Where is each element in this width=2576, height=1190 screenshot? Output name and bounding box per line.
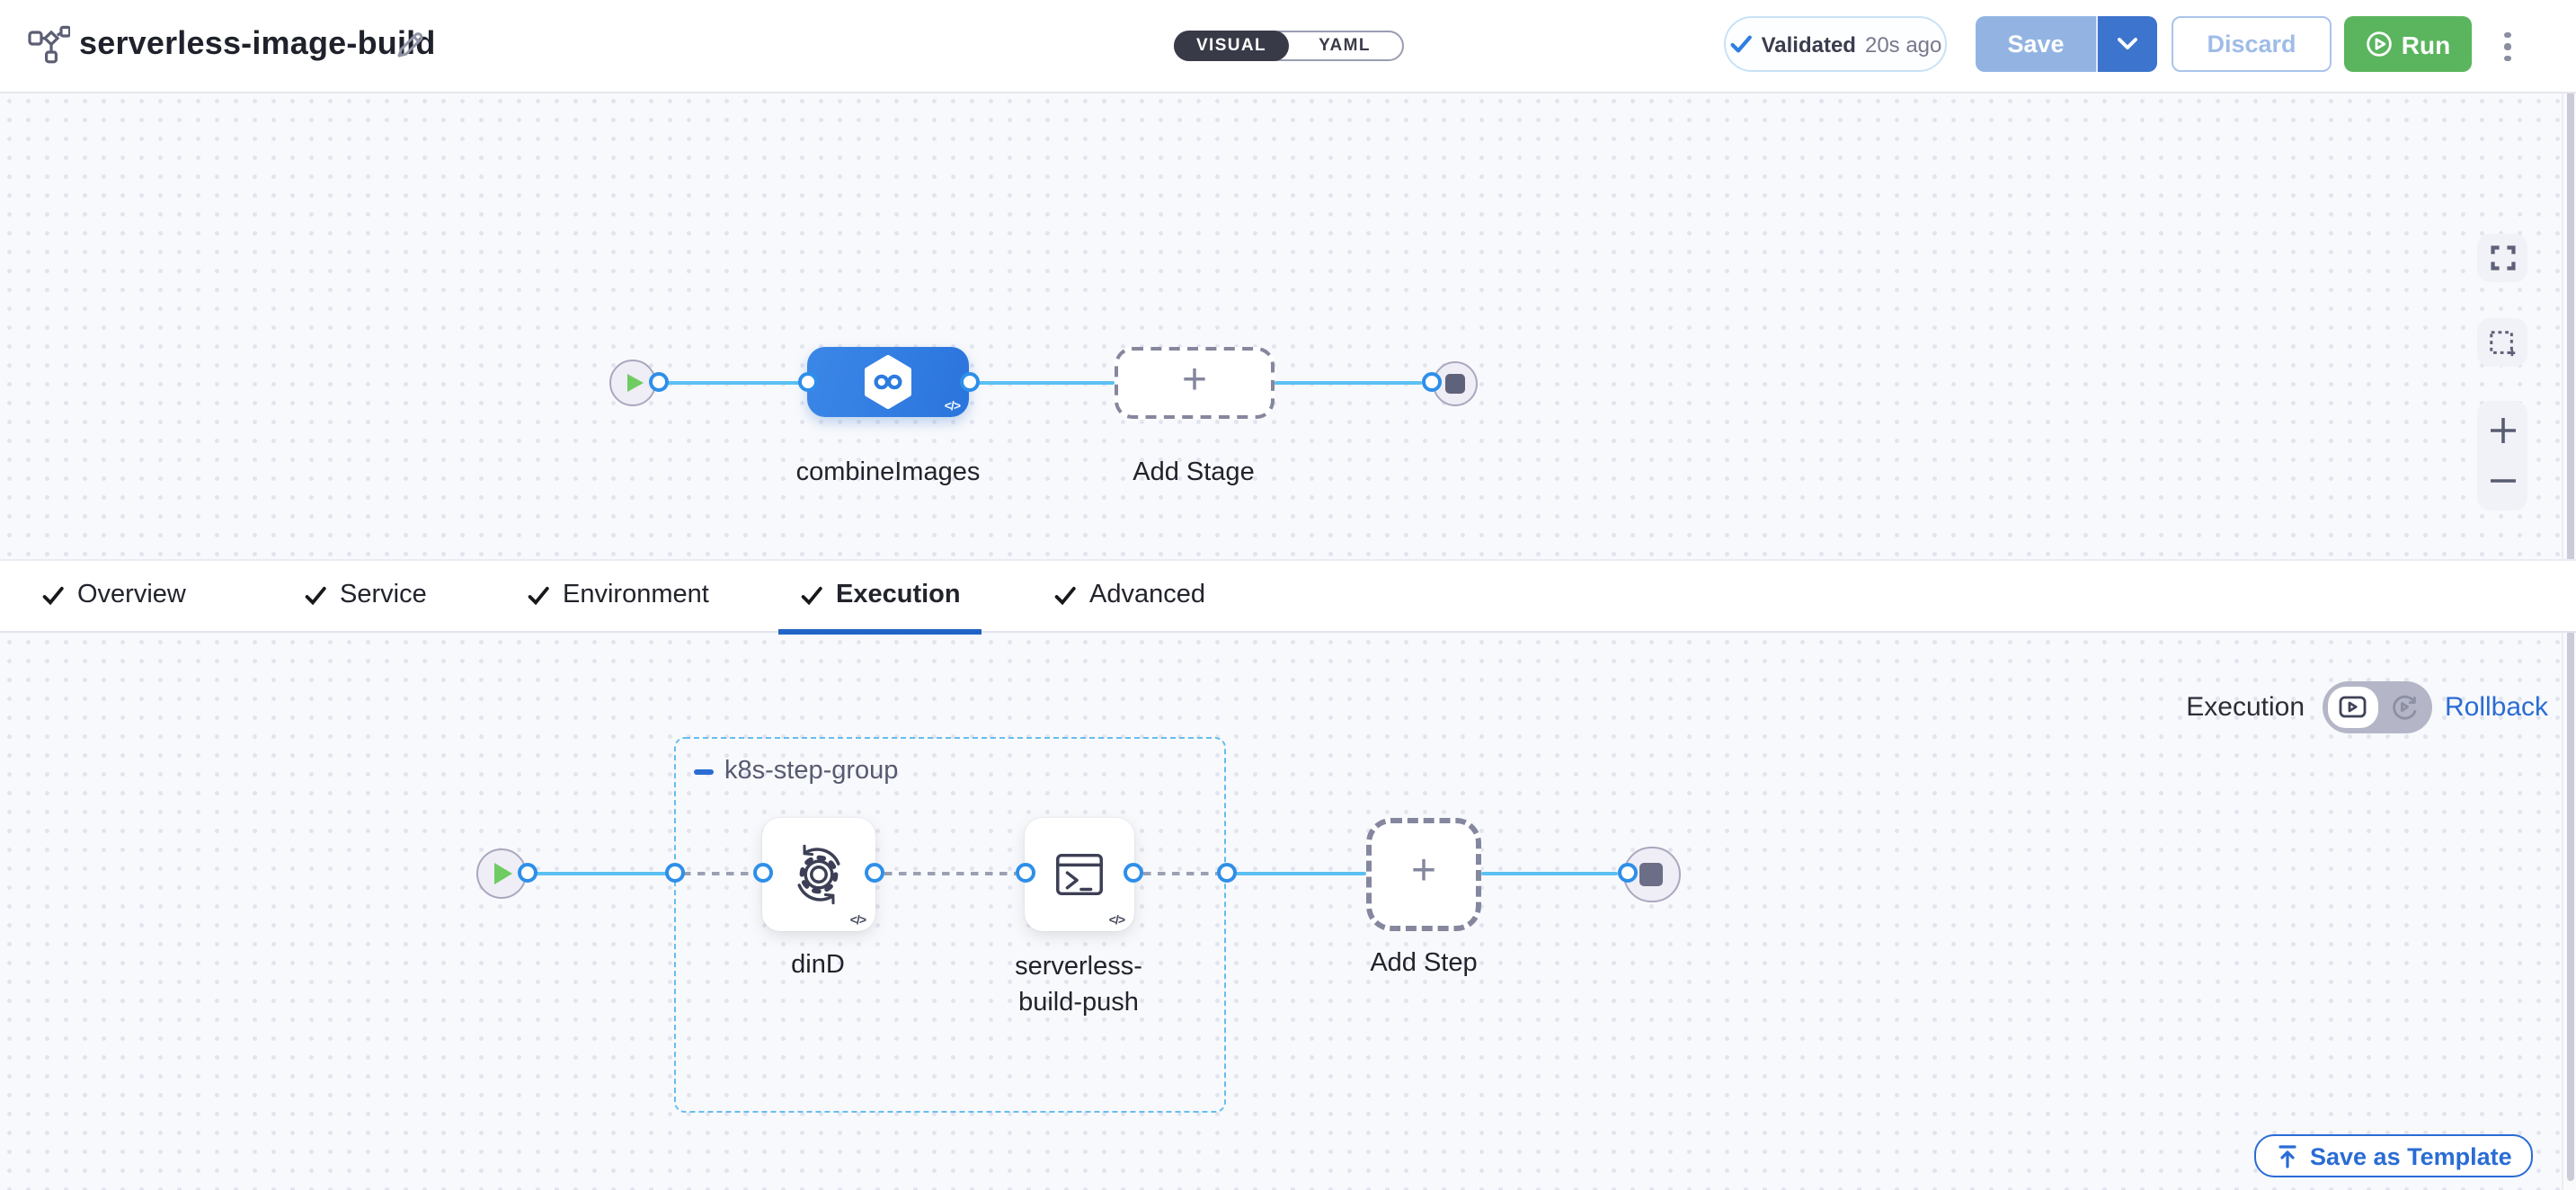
add-step-button[interactable]: +	[1366, 818, 1481, 930]
plus-icon: +	[1181, 356, 1207, 404]
fullscreen-icon	[2490, 245, 2515, 271]
check-icon	[528, 585, 549, 605]
tab-execution[interactable]: Execution	[778, 561, 982, 635]
tab-environment[interactable]: Environment	[511, 561, 725, 635]
run-button[interactable]: Run	[2344, 16, 2472, 72]
zoom-out-icon[interactable]	[2489, 467, 2516, 494]
add-step-label: Add Step	[1370, 949, 1478, 978]
connector	[1015, 863, 1035, 884]
header: serverless-image-build VISUAL YAML Valid…	[0, 0, 2576, 93]
connector	[1216, 863, 1236, 884]
check-icon	[305, 585, 326, 605]
step-node-serverless-build-push[interactable]: </>	[1025, 818, 1133, 930]
execution-mode-selected[interactable]	[2327, 686, 2377, 728]
stage-node-combineimages[interactable]: </>	[807, 347, 969, 417]
rollback-mode-icon	[2393, 695, 2417, 720]
gear-sync-icon	[796, 844, 840, 904]
validation-badge[interactable]: Validated 20s ago	[1724, 16, 1947, 72]
validation-status: Validated	[1761, 31, 1856, 57]
validation-time: 20s ago	[1864, 31, 1942, 57]
save-as-template-button[interactable]: Save as Template	[2254, 1134, 2534, 1177]
step-group-name: k8s-step-group	[724, 756, 899, 785]
ci-hexagon-infinity-icon	[865, 355, 911, 409]
connector	[959, 372, 979, 393]
tab-overview[interactable]: Overview	[25, 561, 202, 635]
stage-label: combineImages	[795, 458, 981, 487]
toggle-yaml[interactable]: YAML	[1319, 36, 1371, 56]
check-icon	[801, 585, 822, 605]
zoom-in-icon[interactable]	[2489, 417, 2516, 444]
terminal-icon	[1055, 853, 1103, 895]
connector	[664, 863, 684, 884]
connector	[518, 863, 537, 884]
toggle-visual[interactable]: VISUAL	[1174, 31, 1289, 61]
rollback-link[interactable]: Rollback	[2445, 692, 2549, 723]
run-label: Run	[2401, 30, 2451, 58]
execution-start-icon	[475, 848, 527, 899]
connector	[1124, 863, 1143, 884]
execution-mode-label: Execution	[2186, 692, 2305, 723]
step-label: dinD	[791, 951, 845, 980]
collapse-minus-icon[interactable]	[694, 769, 714, 775]
play-circle-icon	[2366, 31, 2392, 57]
zoom-panel	[2477, 401, 2527, 511]
rollback-mode-option[interactable]	[2376, 681, 2432, 733]
execution-rollback-toggle[interactable]	[2323, 681, 2432, 733]
discard-button[interactable]: Discard	[2172, 16, 2332, 72]
save-split-button: Save	[1976, 16, 2157, 72]
code-badge-icon: </>	[1108, 914, 1125, 927]
fullscreen-button[interactable]	[2477, 234, 2527, 282]
connector	[1421, 372, 1441, 393]
plus-icon: +	[1410, 847, 1436, 896]
step-label: serverless-build-push	[1015, 953, 1142, 1017]
connector	[797, 372, 817, 393]
step-node-dind[interactable]: </>	[762, 818, 875, 930]
code-badge-icon: </>	[849, 914, 866, 927]
check-icon	[1730, 35, 1752, 53]
execution-mode-icon	[2338, 696, 2366, 717]
edit-pencil-icon[interactable]	[394, 29, 426, 61]
tab-advanced[interactable]: Advanced	[1037, 561, 1221, 635]
tab-service[interactable]: Service	[288, 561, 443, 635]
pipeline-icon	[28, 25, 70, 64]
marquee-select-icon	[2490, 330, 2516, 356]
save-menu-button[interactable]	[2096, 16, 2157, 72]
save-button[interactable]: Save	[1976, 16, 2096, 72]
step-group-box[interactable]	[673, 736, 1225, 1112]
add-stage-label: Add Stage	[1133, 458, 1255, 487]
connector	[865, 863, 884, 884]
check-icon	[42, 585, 64, 605]
kebab-menu-icon[interactable]	[2497, 23, 2518, 70]
execution-canvas: Execution Rollback k8s-step-group	[0, 633, 2576, 1190]
stage-canvas: </> + combineImages Add Stage	[0, 92, 2576, 559]
marquee-select-button[interactable]	[2477, 318, 2527, 367]
connector	[752, 863, 772, 884]
code-badge-icon: </>	[944, 401, 961, 413]
upload-icon	[2278, 1145, 2296, 1168]
page-title: serverless-image-build	[79, 25, 436, 61]
check-icon	[1054, 585, 1076, 605]
visual-yaml-toggle: VISUAL YAML	[1174, 31, 1404, 61]
stage-tabbar: Overview Service Environment Execution A…	[0, 559, 2576, 1177]
connector	[648, 372, 668, 393]
connector	[1617, 863, 1637, 884]
add-stage-button[interactable]: +	[1115, 347, 1275, 419]
chevron-down-icon	[2118, 38, 2137, 49]
